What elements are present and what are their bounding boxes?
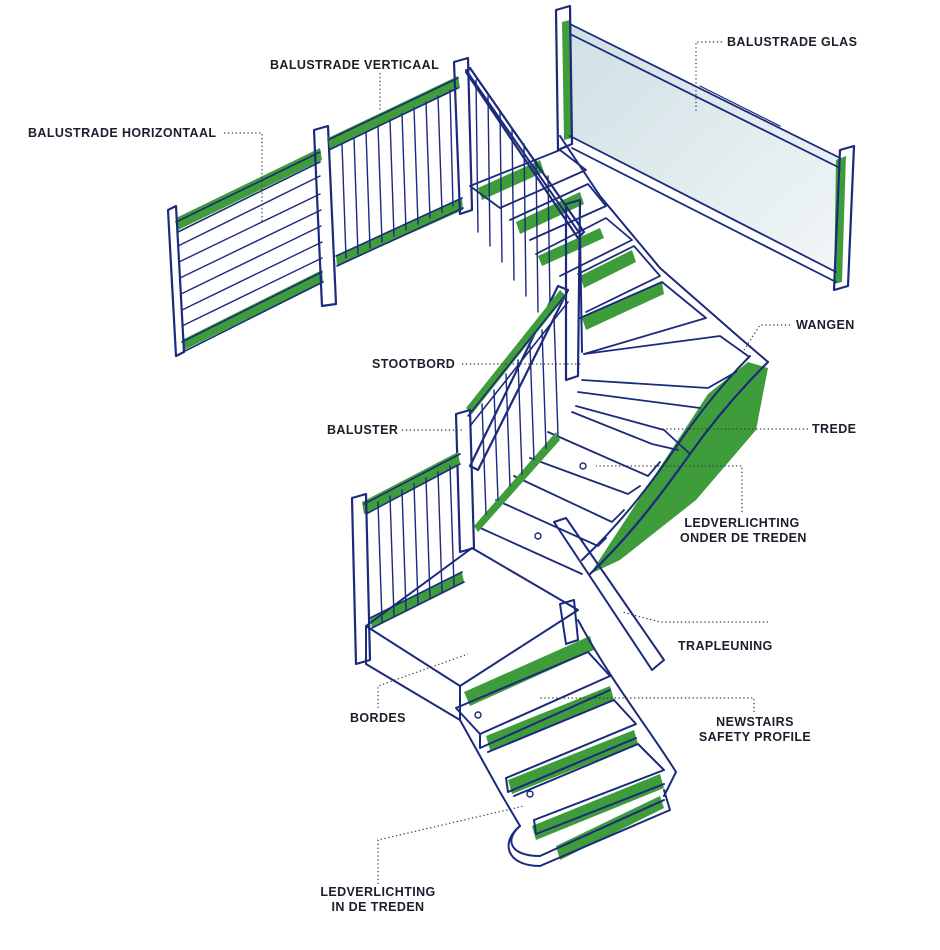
label-ledverlichting-in-line1: LEDVERLICHTING	[320, 885, 436, 899]
winder-stairs	[468, 198, 770, 576]
label-newstairs-line2: SAFETY PROFILE	[698, 730, 812, 744]
horizontal-balustrade	[166, 124, 338, 358]
label-ledverlichting-onder: LEDVERLICHTING ONDER DE TREDEN	[680, 516, 807, 546]
label-ledverlichting-onder-line1: LEDVERLICHTING	[684, 516, 800, 530]
glass-balustrade	[554, 4, 856, 292]
label-trapleuning: TRAPLEUNING	[678, 639, 773, 653]
label-ledverlichting-in-line2: IN DE TREDEN	[331, 900, 425, 914]
label-newstairs-line1: NEWSTAIRS	[716, 715, 794, 729]
lower-flight	[455, 619, 677, 867]
middle-balustrade	[454, 290, 569, 554]
handrail	[553, 517, 665, 671]
label-newstairs-safety-profile: NEWSTAIRS SAFETY PROFILE	[696, 715, 814, 745]
label-balustrade-verticaal: BALUSTRADE VERTICAAL	[270, 58, 440, 72]
label-balustrade-glas: BALUSTRADE GLAS	[727, 35, 858, 49]
label-ledverlichting-onder-line2: ONDER DE TREDEN	[680, 531, 807, 545]
label-trede: TREDE	[812, 422, 857, 436]
vertical-balustrade	[327, 56, 474, 267]
label-balustrade-horizontaal: BALUSTRADE HORIZONTAAL	[28, 126, 217, 140]
label-baluster: BALUSTER	[327, 423, 399, 437]
label-bordes: BORDES	[350, 711, 406, 725]
label-wangen: WANGEN	[796, 318, 855, 332]
label-ledverlichting-in: LEDVERLICHTING IN DE TREDEN	[316, 885, 440, 915]
upper-flight	[464, 66, 769, 363]
landing	[365, 547, 579, 721]
lower-balustrade	[350, 452, 465, 666]
label-stootbord: STOOTBORD	[372, 357, 456, 371]
leader-lines	[224, 41, 808, 884]
